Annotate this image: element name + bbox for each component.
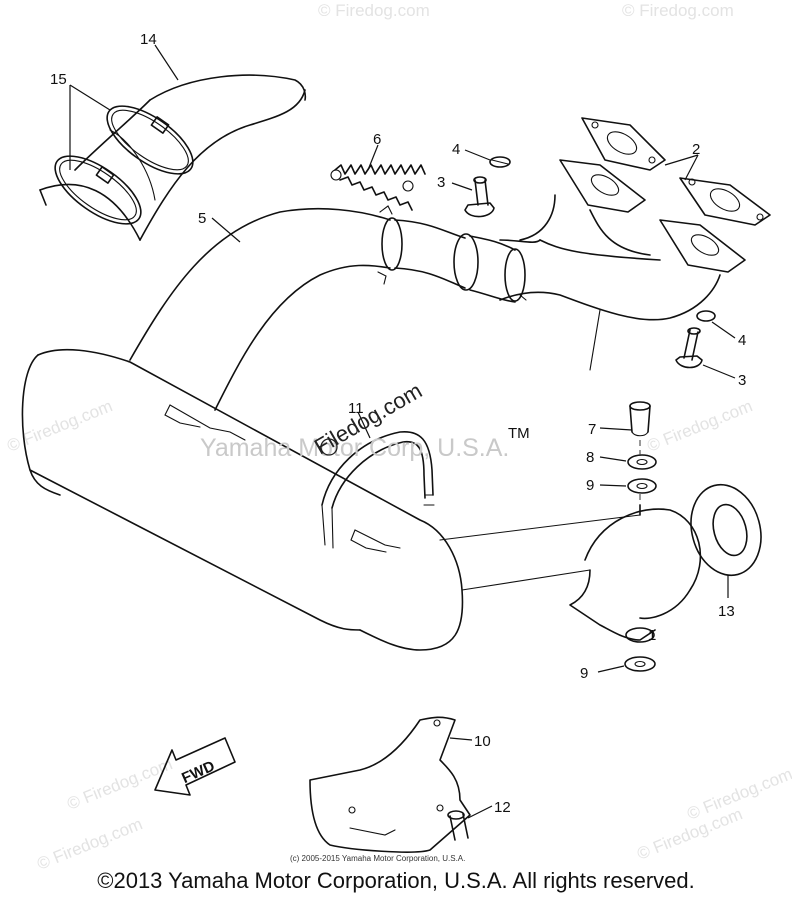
callout-15: 15 <box>50 71 67 88</box>
part-15-clamps <box>54 105 194 225</box>
callout-9-upper: 9 <box>586 477 594 494</box>
tm-mark: TM <box>508 425 530 442</box>
callout-3-lower: 3 <box>738 372 746 389</box>
callout-5: 5 <box>198 210 206 227</box>
part-9-washer-upper <box>627 478 657 494</box>
part-5-exhaust-pipe <box>129 205 527 411</box>
small-copyright: (c) 2005-2015 Yamaha Motor Corporation, … <box>290 854 465 863</box>
callout-numbers: 14 15 6 4 3 2 5 4 3 7 8 9 11 13 1 9 10 1… <box>50 31 746 816</box>
callout-13: 13 <box>718 603 735 620</box>
callout-2: 2 <box>692 141 700 158</box>
callout-4-upper: 4 <box>452 141 460 158</box>
callout-14: 14 <box>140 31 157 48</box>
callout-8: 8 <box>586 449 594 466</box>
part-3-stud-upper <box>464 176 495 218</box>
part-4-nut-upper <box>489 156 511 168</box>
faint-watermark: © Firedog.com <box>644 396 755 455</box>
faint-watermark: © Firedog.com <box>34 814 145 873</box>
callout-10: 10 <box>474 733 491 750</box>
part-10-bracket <box>309 716 471 853</box>
fwd-label: FWD <box>179 758 217 787</box>
leader-lines <box>69 44 736 819</box>
part-13-grommet <box>690 483 762 577</box>
faint-watermark: © Firedog.com <box>622 1 734 20</box>
muffler <box>21 348 641 651</box>
center-watermark: Yamaha Motor Corp, U.S.A. <box>200 434 509 462</box>
callout-12: 12 <box>494 799 511 816</box>
part-3-stud-lower <box>675 327 703 369</box>
callout-4-lower: 4 <box>738 332 746 349</box>
callout-3-upper: 3 <box>437 174 445 191</box>
part-9-washer-lower <box>624 656 656 672</box>
footer-copyright: ©2013 Yamaha Motor Corporation, U.S.A. A… <box>97 868 695 893</box>
callout-7: 7 <box>588 421 596 438</box>
part-8-washer <box>627 454 657 470</box>
faint-watermark: © Firedog.com <box>318 1 430 20</box>
callout-6: 6 <box>373 131 381 148</box>
part-12-bolt <box>447 810 469 841</box>
part-6-spring <box>330 164 426 211</box>
part-2-gaskets <box>581 117 771 226</box>
faint-watermark: © Firedog.com <box>64 754 175 813</box>
part-7-bolt <box>629 401 651 437</box>
tail-pipe <box>569 504 702 643</box>
callout-11: 11 <box>348 400 364 417</box>
part-11-band <box>321 430 435 549</box>
callout-9-lower: 9 <box>580 665 588 682</box>
callout-1: 1 <box>648 627 656 644</box>
exhaust-manifold <box>499 159 746 371</box>
part-4-nut-lower <box>696 310 716 322</box>
faint-watermark: © Firedog.com <box>4 396 115 455</box>
copyright-mark-icon <box>320 438 338 456</box>
